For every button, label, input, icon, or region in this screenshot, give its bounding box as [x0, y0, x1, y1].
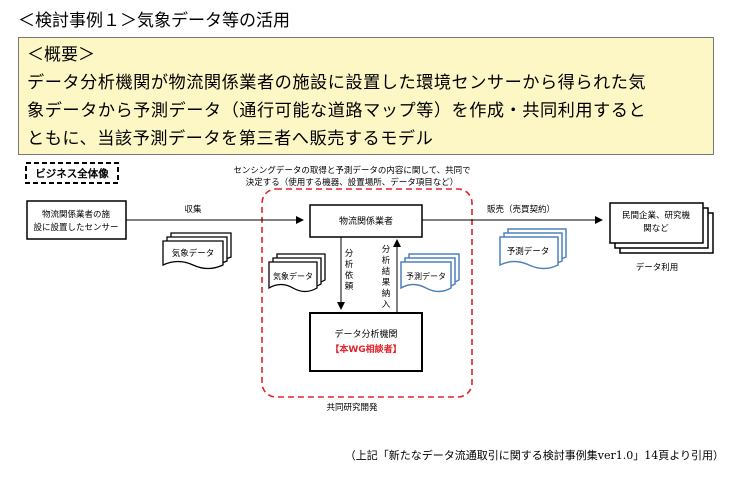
sensor-box-line-1: 物流関係業者の施	[42, 209, 111, 220]
buyers-box: 民間企業、研究機 関など	[609, 202, 714, 254]
page-title: ＜検討事例１＞気象データ等の活用	[18, 11, 290, 31]
overview-label-box: ビジネス全体像	[25, 162, 119, 184]
inner-forecast-document: 予測データ	[400, 253, 460, 293]
inner-weather-document: 気象データ	[268, 253, 326, 293]
vtext-char: 分	[382, 245, 391, 255]
weather-data-label: 気象データ	[172, 248, 215, 259]
logistics-box-label: 物流関係業者	[339, 215, 393, 227]
buyers-line-1: 民間企業、研究機	[622, 210, 691, 221]
vtext-char: 結	[382, 266, 391, 277]
joint-research-area	[261, 188, 473, 398]
result-delivery-label: 分 析 結 果 納 入	[382, 245, 391, 310]
analysis-box-tag: 【本WG相談者】	[330, 343, 401, 355]
analysis-institution-box: データ分析機関 【本WG相談者】	[309, 312, 423, 372]
summary-label: ＜概要＞	[27, 45, 95, 65]
sale-label: 販売（売買契約）	[487, 204, 555, 215]
analysis-request-label: 分 析 依 頼	[345, 249, 354, 292]
logistics-box: 物流関係業者	[309, 204, 423, 238]
vtext-char: 析	[345, 259, 354, 270]
summary-box: ＜概要＞ データ分析機関が物流関係業者の施設に設置した環境センサーから得られた気…	[18, 37, 714, 155]
inner-weather-label: 気象データ	[273, 271, 313, 281]
vtext-char: 分	[345, 249, 354, 259]
forecast-data-label: 予測データ	[507, 246, 550, 257]
forecast-data-document: 予測データ	[499, 228, 567, 270]
summary-line: ともに、当該予測データを第三者へ販売するモデル	[27, 129, 434, 149]
inner-forecast-label: 予測データ	[406, 271, 446, 281]
summary-line: 象データから予測データ（通行可能な道路マップ等）を作成・共同利用すると	[27, 101, 647, 121]
weather-data-document: 気象データ	[162, 232, 232, 270]
vtext-char: 頼	[345, 282, 354, 292]
note-line-1: センシングデータの取得と予測データの内容に関して、共同で	[233, 165, 470, 176]
sensor-box: 物流関係業者の施 設に設置したセンサー	[26, 200, 127, 240]
citation: （上記「新たなデータ流通取引に関する検討事例集ver1.0」14頁より引用）	[344, 449, 724, 462]
note-line-2: 決定する（使用する機器、設置場所、データ項目など）	[246, 177, 459, 188]
vtext-char: 納	[382, 288, 391, 299]
vtext-char: 果	[382, 278, 391, 288]
sensor-box-line-2: 設に設置したセンサー	[33, 222, 118, 233]
summary-line: データ分析機関が物流関係業者の施設に設置した環境センサーから得られた気	[27, 73, 647, 93]
joint-label: 共同研究開発	[326, 402, 378, 413]
vtext-char: 依	[345, 270, 354, 281]
collect-label: 収集	[184, 204, 202, 215]
analysis-box-label: データ分析機関	[334, 328, 397, 340]
vtext-char: 析	[382, 255, 391, 266]
data-use-label: データ利用	[636, 262, 679, 273]
overview-label: ビジネス全体像	[35, 167, 109, 180]
buyers-line-2: 関など	[643, 224, 669, 234]
vtext-char: 入	[382, 300, 391, 310]
